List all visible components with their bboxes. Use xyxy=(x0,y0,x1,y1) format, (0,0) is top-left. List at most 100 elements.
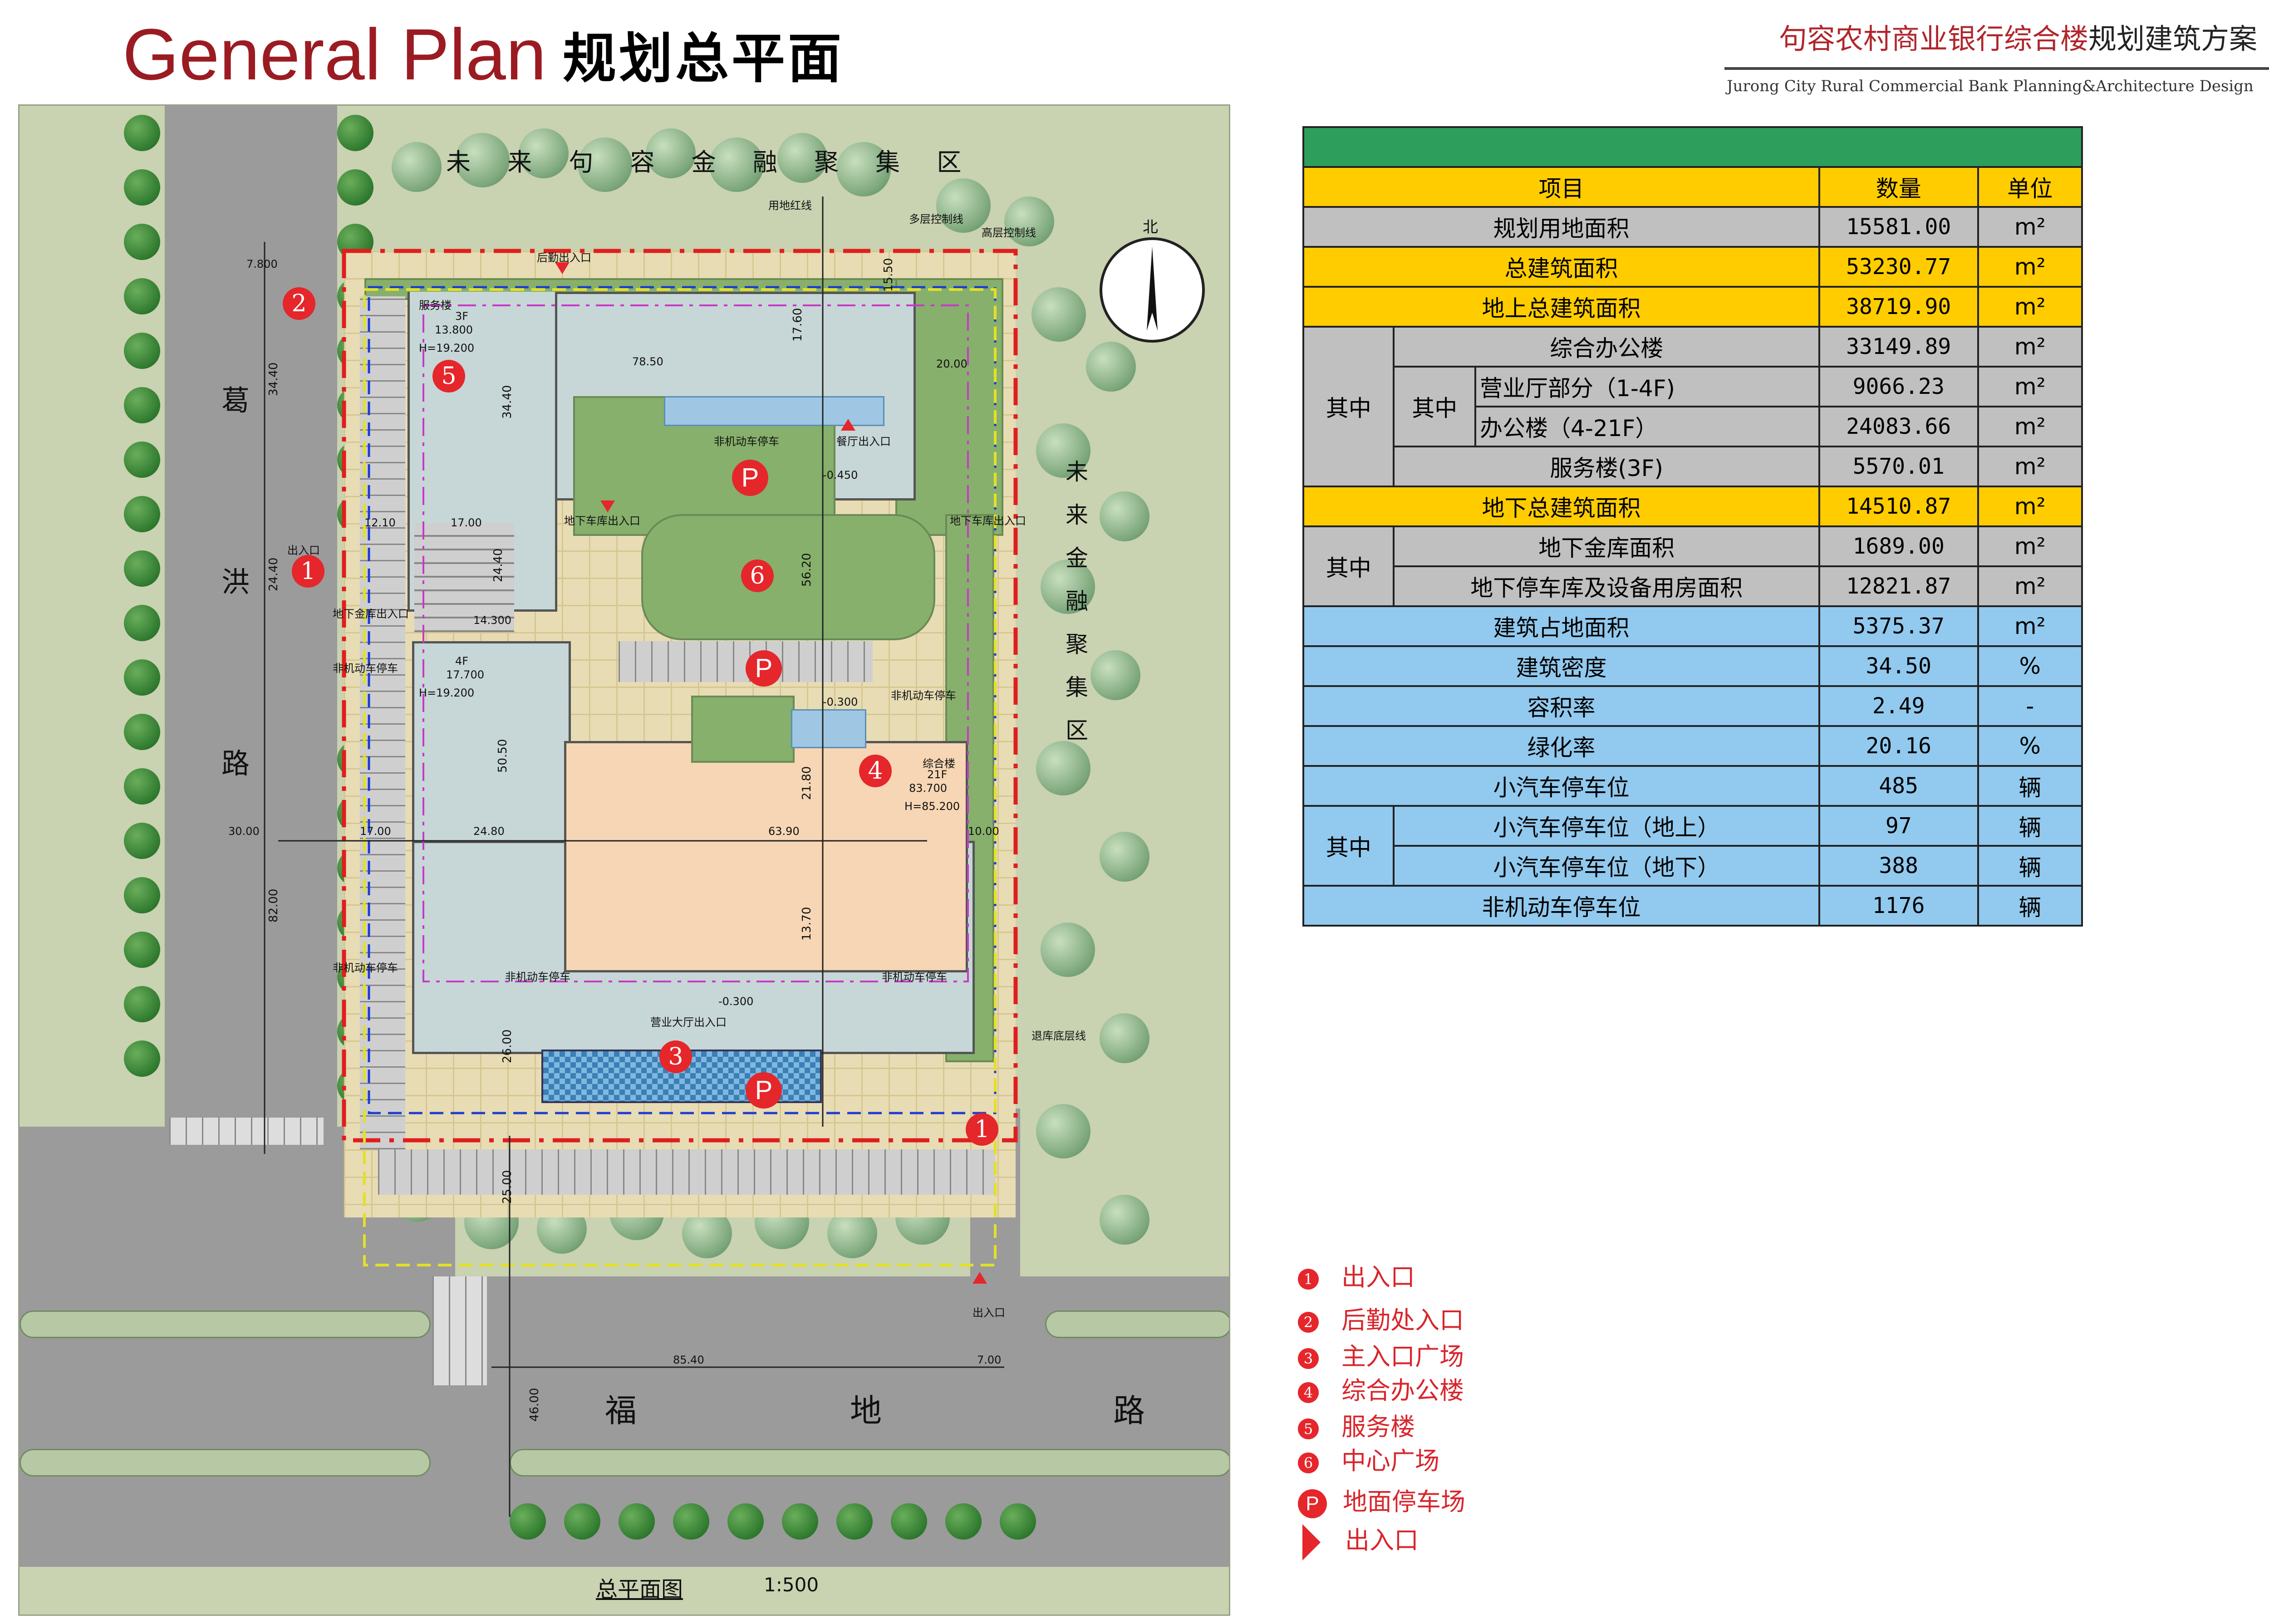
tree xyxy=(124,333,160,369)
dim: 24.40 xyxy=(267,557,280,591)
table-row: 总建筑面积 53230.77 m² xyxy=(1302,246,2083,288)
tree-future xyxy=(1031,287,1086,342)
tree xyxy=(124,224,160,260)
road-median-4 xyxy=(510,1449,1229,1477)
tree-future xyxy=(1041,922,1095,977)
dim: 50.50 xyxy=(496,739,510,773)
vertical-char: 区 xyxy=(1066,717,1088,744)
row-value: 2.49 xyxy=(1818,685,1979,727)
row-value: 33149.89 xyxy=(1818,326,1979,368)
row-unit: m² xyxy=(1977,605,2083,647)
parking-marker-1: P xyxy=(732,460,768,496)
road-gehong xyxy=(165,106,337,1149)
table-row: 建筑密度 34.50 % xyxy=(1302,645,2083,687)
entrance-label: 出入口 xyxy=(287,544,320,557)
tree-future xyxy=(519,128,569,178)
row-group-label: 其中 xyxy=(1302,326,1395,487)
dim: 26.00 xyxy=(501,1029,514,1063)
row-unit: m² xyxy=(1977,486,2083,527)
project-title-en: Jurong City Rural Commercial Bank Planni… xyxy=(1727,77,2254,95)
legend-label: 地面停车场 xyxy=(1343,1487,1465,1516)
row-unit: m² xyxy=(1977,206,2083,248)
ramp-west xyxy=(414,523,514,632)
marker-2-icon: 2 xyxy=(1298,1312,1319,1333)
tree-future xyxy=(392,142,442,192)
tree-future xyxy=(578,137,632,192)
dim: 17.60 xyxy=(791,308,805,342)
parking-marker-3: P xyxy=(746,1072,782,1109)
row-label: 服务楼(3F) xyxy=(1393,446,1820,487)
legend-label: 主入口广场 xyxy=(1341,1342,1464,1371)
office-name: 综合楼 xyxy=(923,757,955,770)
row-value: 1176 xyxy=(1818,885,1979,927)
row-unit: % xyxy=(1977,645,2083,687)
row-unit: m² xyxy=(1977,406,2083,447)
vertical-char: 金 xyxy=(1066,545,1088,571)
row-label: 建筑密度 xyxy=(1302,645,1820,687)
tree xyxy=(124,659,160,696)
row-label: 小汽车停车位（地上） xyxy=(1393,805,1820,847)
table-row: 地下总建筑面积 14510.87 m² xyxy=(1302,486,2083,527)
tree xyxy=(1000,1503,1036,1540)
row-unit: m² xyxy=(1977,525,2083,567)
table-header-row: 项目 数量 单位 xyxy=(1302,166,2083,208)
row-label: 综合办公楼 xyxy=(1393,326,1820,368)
tree-future xyxy=(646,128,696,178)
plaza-water xyxy=(791,709,866,748)
service-bldg-name: 服务楼 xyxy=(419,299,452,312)
row-value: 5570.01 xyxy=(1818,446,1979,487)
marker-1-west: 1 xyxy=(292,555,324,588)
marker-5: 5 xyxy=(432,360,465,393)
header-item: 项目 xyxy=(1302,166,1820,208)
motor-parking-label-6: 非机动车停车 xyxy=(882,971,947,983)
table-row: 规划用地面积 15581.00 m² xyxy=(1302,206,2083,248)
row-value: 34.50 xyxy=(1818,645,1979,687)
redline-label: 用地红线 xyxy=(768,199,812,212)
dim: 13.70 xyxy=(800,907,814,941)
row-group-label: 其中 xyxy=(1302,805,1395,887)
entrance-arrow xyxy=(555,262,570,274)
entrance-arrow-icon xyxy=(1302,1524,1321,1560)
underground-ramp-label: 地下车库出入口 xyxy=(564,515,640,527)
marker-1-south: 1 xyxy=(966,1113,998,1146)
parking-plaza xyxy=(619,641,873,682)
tree xyxy=(510,1503,546,1540)
office-height: H=85.200 xyxy=(904,800,960,813)
tree xyxy=(124,550,160,587)
level-minus-450: -0.450 xyxy=(823,469,858,481)
service-bldg-elev: 13.800 xyxy=(435,324,473,336)
dim: 20.00 xyxy=(936,358,968,370)
table-row: 地下停车库及设备用房面积 12821.87 m² xyxy=(1303,565,2083,607)
row-label: 办公楼（4-21F） xyxy=(1474,406,1820,447)
road-fudi-label-3: 路 xyxy=(1113,1392,1145,1429)
vault-ramp-label: 地下金库出入口 xyxy=(333,608,409,620)
tree xyxy=(124,605,160,641)
business-entry-label: 营业大厅出入口 xyxy=(650,1016,727,1029)
marker-3: 3 xyxy=(659,1040,692,1073)
dim: 82.00 xyxy=(267,888,280,922)
hall-entry-label: 餐厅出入口 xyxy=(836,435,891,448)
row-label: 规划用地面积 xyxy=(1302,206,1820,248)
tree-future xyxy=(777,133,827,183)
row-unit: % xyxy=(1977,725,2083,767)
entrance-arrow xyxy=(600,500,615,512)
dim: 63.90 xyxy=(768,825,800,838)
vertical-char: 洪 xyxy=(221,565,250,599)
motor-parking-label-1: 非机动车停车 xyxy=(714,435,779,448)
row-value: 12821.87 xyxy=(1818,565,1979,607)
tree xyxy=(727,1503,764,1540)
dim: 56.20 xyxy=(800,553,814,587)
row-label: 地下金库面积 xyxy=(1393,525,1820,567)
header-unit: 单位 xyxy=(1977,166,2083,208)
tree xyxy=(124,714,160,750)
legend-item: 出入口 xyxy=(1298,1520,1419,1560)
table-row: 非机动车停车位 1176 辆 xyxy=(1302,885,2083,927)
plaza-green-2 xyxy=(691,696,795,763)
table-title-row xyxy=(1302,126,2083,168)
tree xyxy=(564,1503,600,1540)
dim: 30.00 xyxy=(228,825,260,838)
tree-future xyxy=(1100,1195,1149,1245)
